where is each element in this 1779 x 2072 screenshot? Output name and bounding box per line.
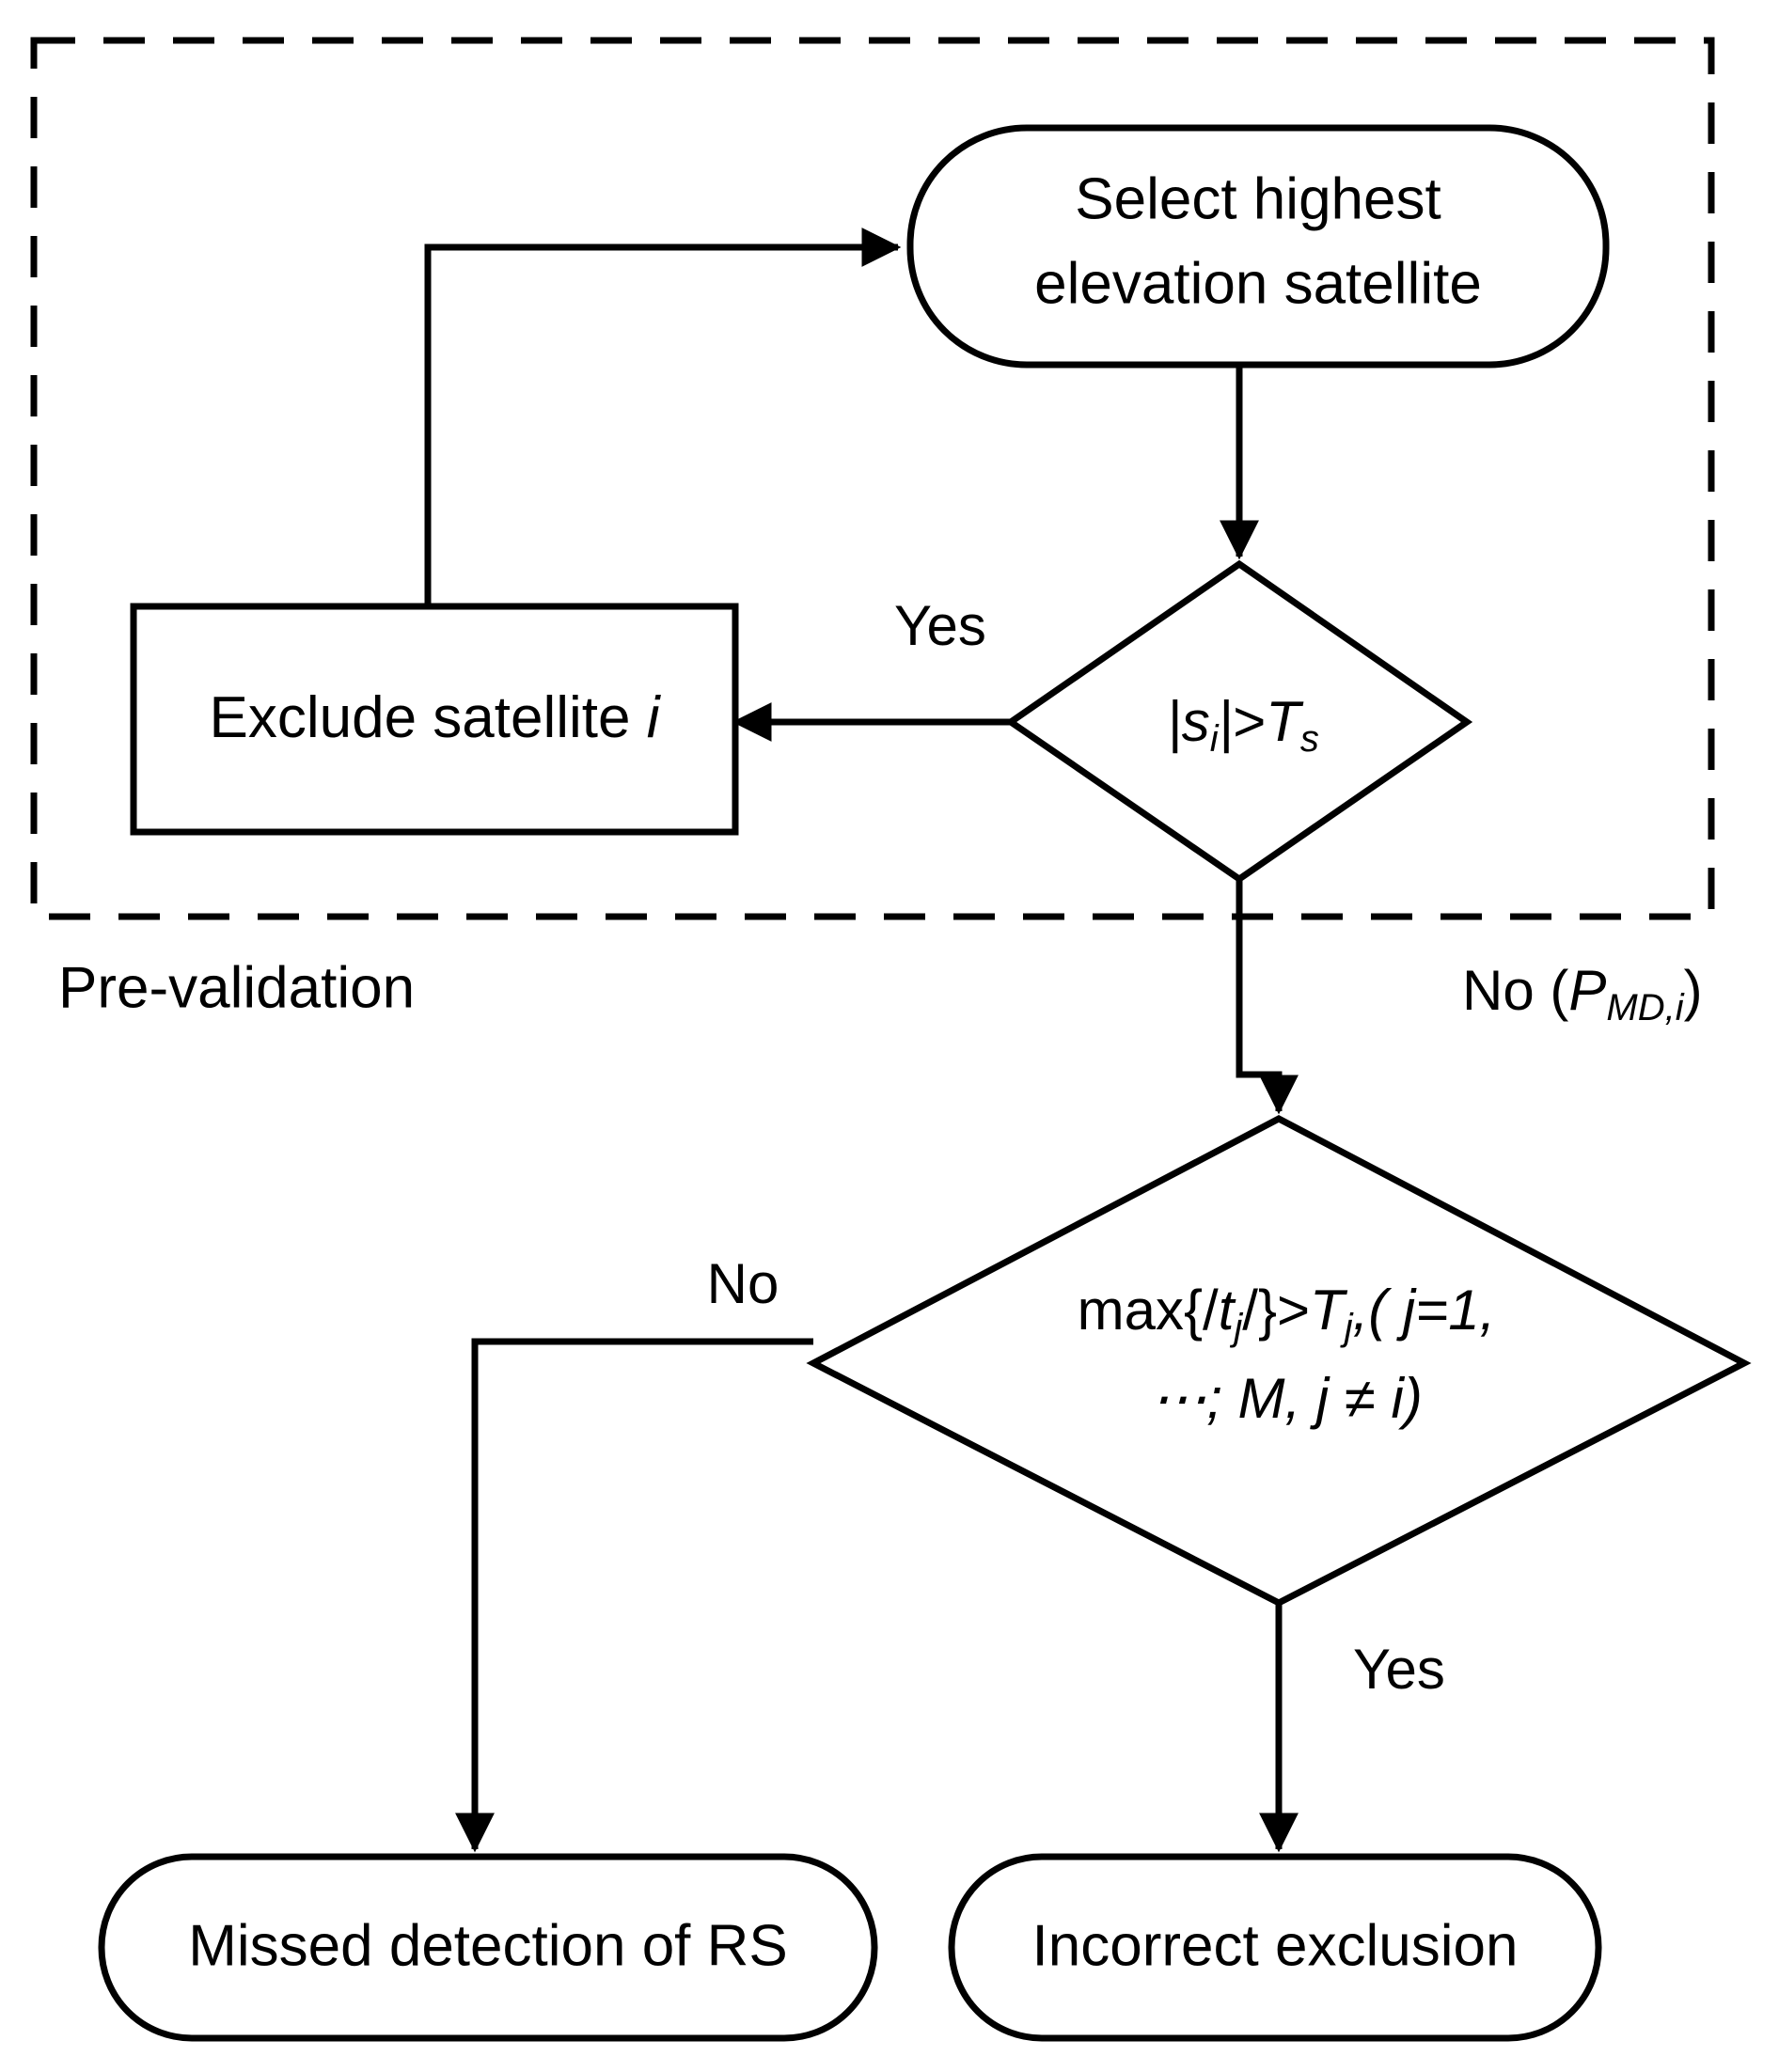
formula-gt: > [1233,690,1266,753]
node-select-highest-elevation-satellite[interactable] [906,124,1610,369]
node-missed-detection-label: Missed detection of RS [188,1913,788,1978]
node-exclude-satellite[interactable] [130,603,739,836]
formula-bar-close: | [1219,690,1234,754]
formula2-neq: ≠ [1329,1367,1391,1430]
edge-label-no-P: P [1568,959,1606,1022]
formula2-dots: ⋯; [1150,1367,1237,1430]
formula-bar-open: | [1167,690,1182,754]
edge-decision-s-no [1236,879,1299,1115]
node-decision-t-formula-line2: ⋯; M, j ≠ i) [1150,1367,1423,1430]
pre-validation-caption: Pre-validation [58,955,415,1020]
node-exclude-satellite-label: Exclude satellite i [209,685,661,750]
edge-label-no-prefix: No ( [1462,959,1568,1022]
formula-T: T [1266,690,1304,753]
edge-label-yes-exclude: Yes [894,594,986,657]
formula2-i: i [1391,1367,1405,1430]
node-exclude-satellite-symbol: i [647,685,662,750]
edge-exclude-to-select [424,228,902,606]
edge-decision-t-no [455,1338,813,1853]
formula2-comma: , [1285,1367,1316,1430]
node-incorrect-exclusion-label: Incorrect exclusion [1032,1913,1519,1978]
formula-sub-s: s [1300,718,1319,760]
node-incorrect-exclusion[interactable] [948,1853,1602,2042]
node-decision-threshold-s[interactable] [1004,559,1473,884]
formula2-tail: ,( [1353,1279,1403,1342]
edge-label-no-suffix: ) [1684,959,1703,1022]
node-missed-detection-of-rs[interactable] [98,1853,878,2042]
node-select-line2: elevation satellite [1034,251,1482,316]
node-select-line1: Select highest [1075,166,1441,231]
formula-s: s [1182,690,1210,753]
edge-label-yes-incorrect: Yes [1353,1638,1445,1701]
formula2-eq1: =1, [1415,1279,1495,1342]
node-decision-t-formula-line1: max{/tj/}>Tj,( j=1, [1078,1279,1496,1348]
node-exclude-satellite-text: Exclude satellite [209,685,646,750]
edge-label-no-sub: MD,i [1606,987,1684,1028]
formula2-slash: /}> [1242,1279,1310,1342]
formula2-max: max{/ [1078,1279,1219,1342]
formula2-t: t [1219,1279,1236,1342]
edge-label-no-pmd: No (PMD,i) [1462,959,1703,1028]
node-decision-s-formula: |si|>Ts [1167,690,1319,760]
formula2-M: M [1238,1367,1285,1430]
formula2-T: T [1310,1279,1348,1342]
edge-label-no-missed: No [707,1252,779,1315]
pre-validation-group-box [30,37,1715,920]
node-decision-threshold-t[interactable] [806,1115,1752,1607]
formula-sub-i: i [1210,718,1220,760]
